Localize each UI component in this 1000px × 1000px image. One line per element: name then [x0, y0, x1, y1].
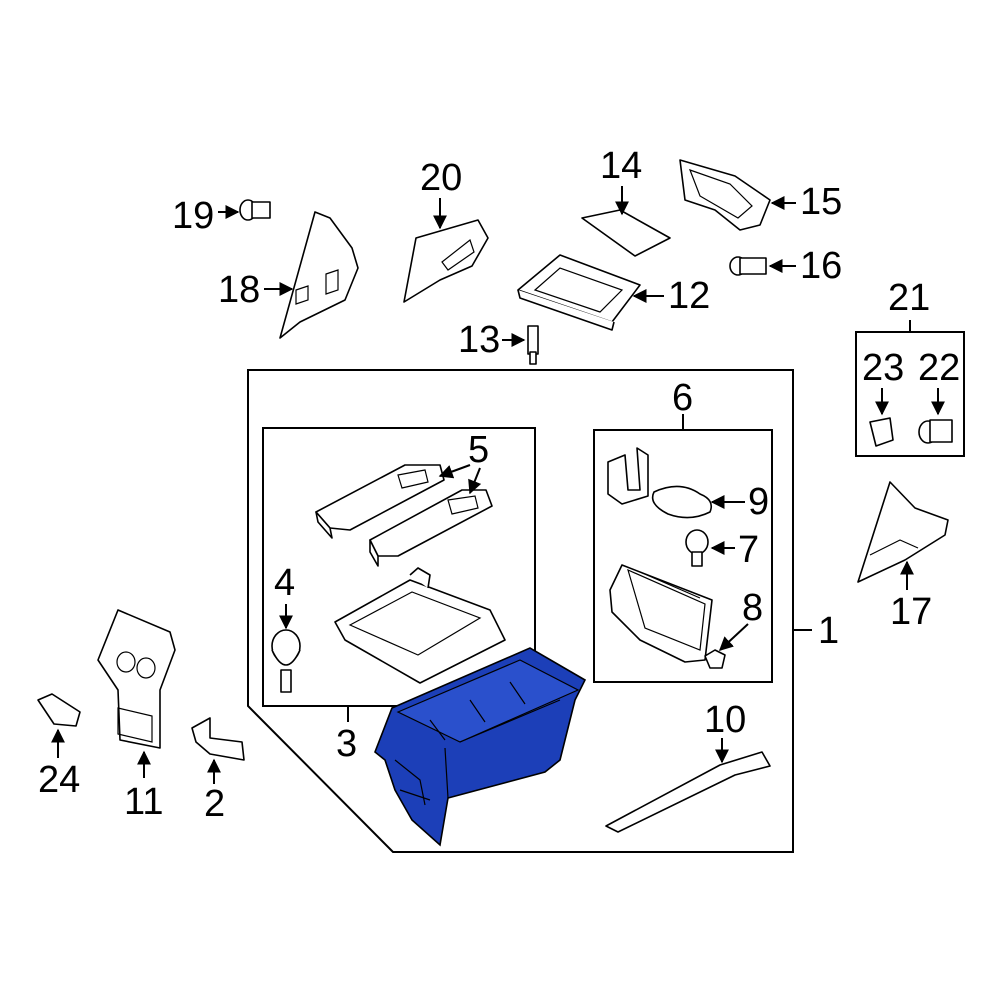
part-9-mat[interactable]: [651, 485, 713, 519]
part-19-fastener[interactable]: [239, 199, 271, 221]
callout-23[interactable]: 23: [862, 347, 904, 389]
part-2-bracket[interactable]: [191, 717, 245, 761]
part-22-socket[interactable]: [918, 419, 953, 444]
part-23-cap[interactable]: [869, 417, 894, 447]
callout-14[interactable]: 14: [600, 145, 642, 187]
callout-5[interactable]: 5: [468, 429, 489, 471]
part-14-lid[interactable]: [581, 209, 671, 257]
part-4-tray-frame[interactable]: [334, 567, 506, 684]
part-20-side-panel[interactable]: [403, 219, 489, 303]
part-5-lid-upper[interactable]: [315, 464, 445, 539]
part-17-side-trim[interactable]: [857, 481, 949, 583]
callout-18[interactable]: 18: [218, 269, 260, 311]
part-7-knob[interactable]: [685, 529, 709, 567]
callout-15[interactable]: 15: [800, 181, 842, 223]
callout-13[interactable]: 13: [458, 319, 500, 361]
callout-10[interactable]: 10: [704, 699, 746, 741]
callout-11[interactable]: 11: [124, 781, 163, 823]
callout-1[interactable]: 1: [818, 610, 839, 652]
part-5-lid-lower[interactable]: [369, 489, 493, 567]
callout-20[interactable]: 20: [420, 157, 462, 199]
callout-16[interactable]: 16: [800, 245, 842, 287]
callout-4[interactable]: 4: [274, 562, 295, 604]
callout-24[interactable]: 24: [38, 759, 80, 801]
part-10-trim-strip[interactable]: [605, 751, 771, 833]
part-8-clip[interactable]: [704, 649, 726, 669]
part-3-console-highlighted[interactable]: [374, 647, 587, 847]
part-12-bezel[interactable]: [517, 254, 641, 331]
callout-17[interactable]: 17: [890, 591, 932, 633]
part-16-socket[interactable]: [729, 256, 767, 276]
part-4-knob[interactable]: [271, 629, 301, 693]
part-15-bracket[interactable]: [679, 159, 771, 231]
callout-7[interactable]: 7: [738, 529, 759, 571]
part-13-clip[interactable]: [527, 325, 539, 365]
part-6-clip[interactable]: [607, 447, 649, 505]
callout-12[interactable]: 12: [668, 275, 710, 317]
part-18-side-panel[interactable]: [279, 211, 359, 339]
assembly-box-1: [247, 369, 794, 853]
callout-8[interactable]: 8: [742, 587, 763, 629]
callout-21[interactable]: 21: [888, 277, 930, 319]
part-24-switch[interactable]: [37, 693, 81, 727]
part-6-storage-bin[interactable]: [609, 564, 713, 663]
callout-3[interactable]: 3: [336, 723, 357, 765]
part-11-rear-panel[interactable]: [97, 609, 176, 749]
callout-9[interactable]: 9: [748, 481, 769, 523]
callout-19[interactable]: 19: [172, 195, 214, 237]
callout-2[interactable]: 2: [204, 783, 225, 825]
callout-6[interactable]: 6: [672, 377, 693, 419]
callout-22[interactable]: 22: [918, 347, 960, 389]
